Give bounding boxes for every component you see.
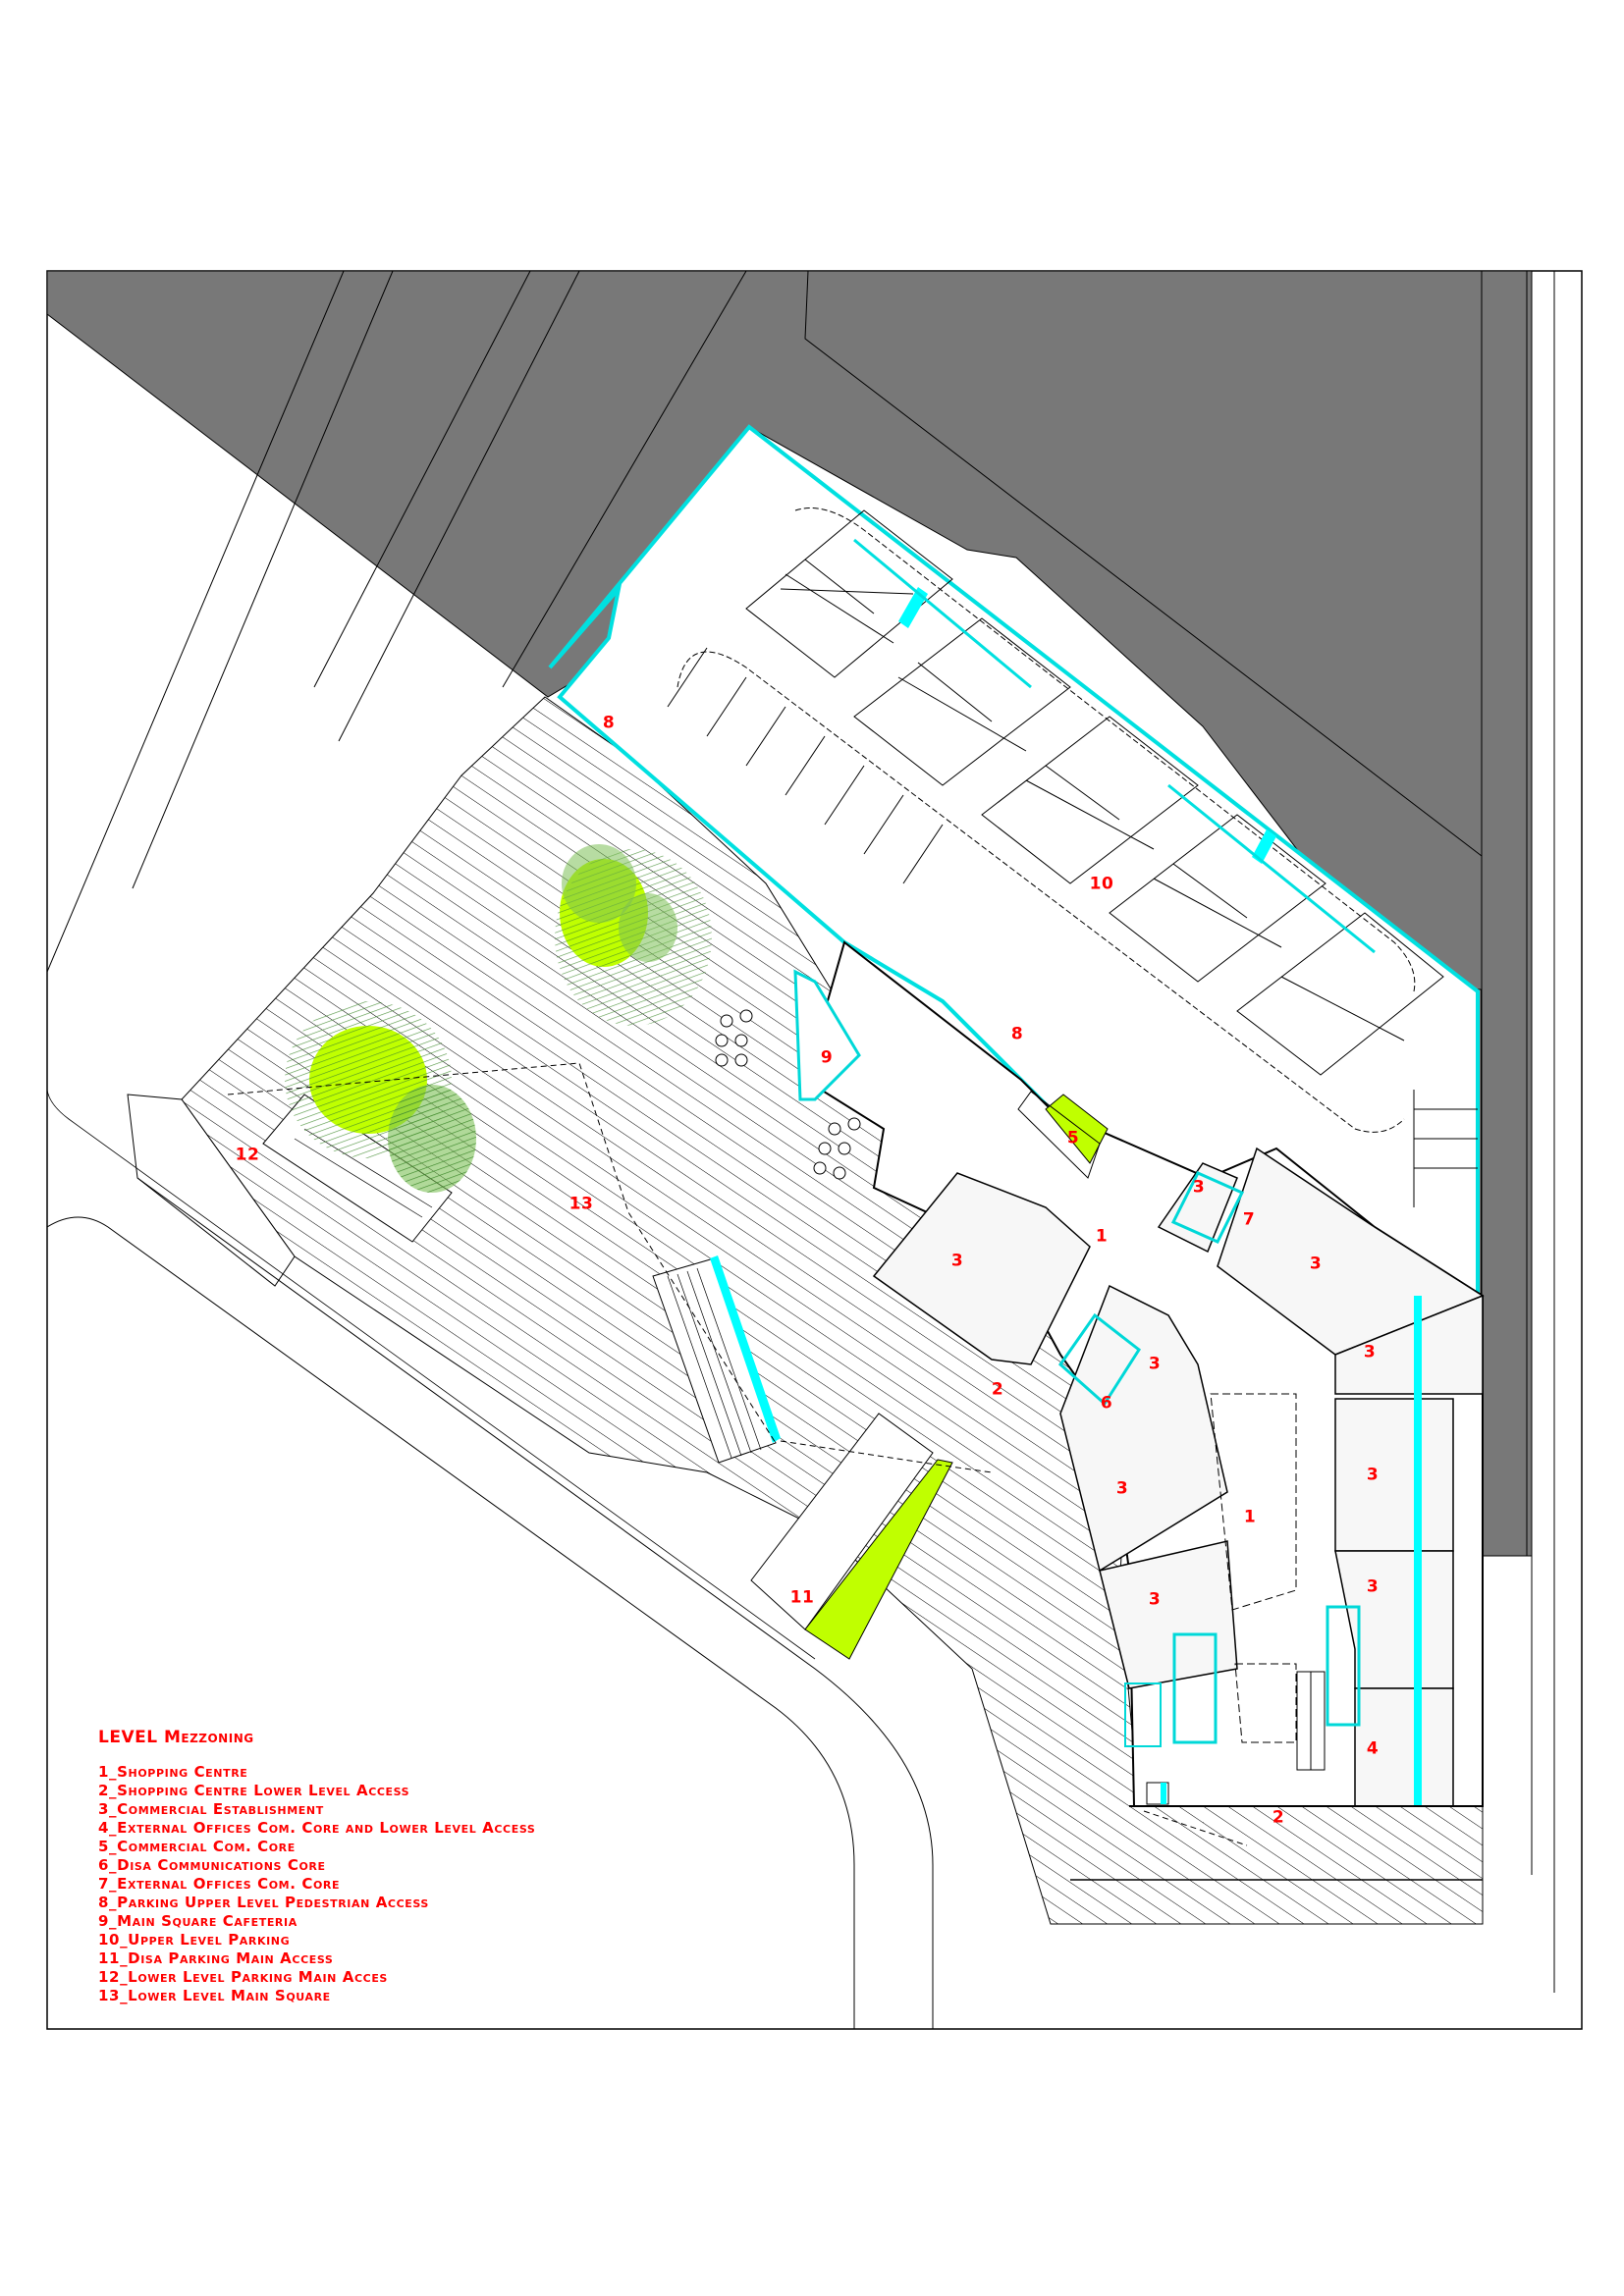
legend-item-9: 9_Main Square Cafeteria xyxy=(98,1912,298,1930)
zone-label-4-external-offices-access: 4 xyxy=(1366,1738,1380,1759)
zone-label-9-cafeteria: 9 xyxy=(820,1047,834,1068)
zone-label-3-east-c: 3 xyxy=(1366,1576,1380,1597)
legend-item-10: 10_Upper Level Parking xyxy=(98,1931,291,1949)
legend-item-2: 2_Shopping Centre Lower Level Access xyxy=(98,1782,410,1799)
zone-label-10-upper-parking: 10 xyxy=(1089,874,1114,894)
zone-label-3-northeast-small: 3 xyxy=(1192,1177,1206,1198)
street-area xyxy=(47,271,1533,1557)
room-3-northeast-a xyxy=(1157,1162,1238,1254)
disa-parking-ramp xyxy=(750,1413,934,1630)
cafeteria-block xyxy=(793,969,861,1101)
disa-parking-lawn xyxy=(804,1459,953,1660)
zone-label-5-commercial-core: 5 xyxy=(1066,1128,1080,1148)
zone-label-8-parking-access-central: 8 xyxy=(1010,1024,1024,1044)
zone-label-2-lower-access-west: 2 xyxy=(991,1379,1004,1400)
legend-item-6: 6_Disa Communications Core xyxy=(98,1856,326,1874)
legend-item-11: 11_Disa Parking Main Access xyxy=(98,1949,334,1967)
legend-title: LEVEL Mezzoning xyxy=(98,1728,254,1747)
zone-label-8-parking-access-north: 8 xyxy=(602,713,616,733)
zone-label-3-southwest: 3 xyxy=(1148,1589,1162,1610)
legend-item-8: 8_Parking Upper Level Pedestrian Access xyxy=(98,1894,429,1911)
legend-item-7: 7_External Offices Com. Core xyxy=(98,1875,341,1893)
zone-label-6-disa-core: 6 xyxy=(1100,1393,1113,1414)
zone-label-12-lower-parking-access: 12 xyxy=(235,1145,260,1165)
tree-canopy-group xyxy=(285,844,712,1193)
legend-item-4: 4_External Offices Com. Core and Lower L… xyxy=(98,1819,536,1837)
legend-item-12: 12_Lower Level Parking Main Acces xyxy=(98,1968,388,1986)
zone-label-3-west: 3 xyxy=(950,1251,964,1271)
zone-label-3-northeast-large: 3 xyxy=(1309,1254,1323,1274)
room-3-west xyxy=(872,1172,1091,1365)
zone-label-11-disa-parking-access: 11 xyxy=(789,1587,815,1608)
legend-item-3: 3_Commercial Establishment xyxy=(98,1800,324,1818)
legend: LEVEL Mezzoning 1_Shopping Centre 2_Shop… xyxy=(98,1729,535,2005)
zone-label-2-lower-access-south: 2 xyxy=(1272,1807,1285,1828)
legend-item-1: 1_Shopping Centre xyxy=(98,1763,248,1781)
square-stairs xyxy=(652,1257,777,1464)
zone-label-1-shopping-centre-south: 1 xyxy=(1243,1507,1257,1527)
zone-label-3-east-a: 3 xyxy=(1363,1342,1377,1362)
room-3-southwest xyxy=(1099,1540,1238,1689)
zone-label-1-shopping-centre-north: 1 xyxy=(1095,1226,1109,1247)
legend-item-13: 13_Lower Level Main Square xyxy=(98,1987,331,2004)
zone-label-7-external-offices-core: 7 xyxy=(1242,1209,1256,1230)
zone-label-3-east-b: 3 xyxy=(1366,1465,1380,1485)
zone-label-3-center-south: 3 xyxy=(1115,1478,1129,1499)
commercial-core-lawn xyxy=(1045,1094,1109,1164)
zone-label-3-center: 3 xyxy=(1148,1354,1162,1374)
room-3-east-b xyxy=(1334,1398,1454,1552)
legend-item-5: 5_Commercial Com. Core xyxy=(98,1838,296,1855)
zone-label-13-main-square: 13 xyxy=(568,1194,594,1214)
